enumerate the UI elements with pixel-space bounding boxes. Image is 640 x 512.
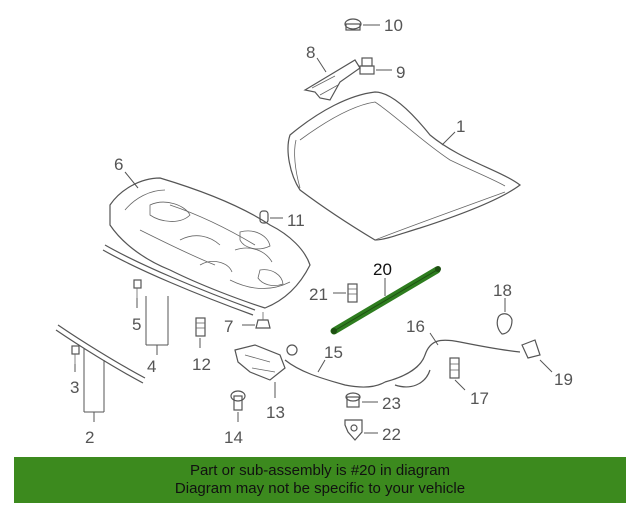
cable-16-loop [394, 369, 431, 388]
release-handle [521, 339, 541, 359]
leader-15 [317, 359, 326, 373]
clip-3 [71, 345, 80, 364]
hood-seal [104, 244, 256, 311]
callout-3: 3 [70, 378, 79, 397]
leader-17 [454, 379, 466, 391]
callout-21: 21 [309, 285, 328, 304]
callout-6: 6 [114, 155, 123, 174]
callout-13: 13 [266, 403, 285, 422]
callout-22: 22 [382, 425, 401, 444]
callout-4: 4 [147, 357, 156, 376]
callout-8: 8 [306, 43, 315, 62]
cable-16 [384, 339, 521, 383]
hinge-bracket [303, 59, 361, 101]
callout-10: 10 [384, 16, 403, 35]
callout-9: 9 [396, 63, 405, 82]
leader-19 [539, 359, 553, 373]
pin-7 [255, 312, 271, 329]
front-seal [57, 324, 146, 379]
bushing-22 [344, 419, 363, 441]
stud-21 [347, 283, 358, 303]
parts-diagram: 1 6 4 5 2 3 8 [55, 16, 573, 447]
callout-7: 7 [224, 317, 233, 336]
callout-16: 16 [406, 317, 425, 336]
callout-12: 12 [192, 355, 211, 374]
callout-2: 2 [85, 428, 94, 447]
callout-18: 18 [493, 281, 512, 300]
hood-panel [287, 91, 522, 241]
hood-latch [234, 344, 298, 381]
leader-8 [316, 57, 327, 73]
leader-6 [124, 171, 139, 189]
callout-17: 17 [470, 389, 489, 408]
nut-10 [344, 18, 362, 31]
hood-insulator [109, 177, 311, 309]
hood-support-strut [330, 266, 441, 335]
banner-line-2: Diagram may not be specific to your vehi… [174, 480, 466, 497]
hood-seal-edge [102, 249, 254, 316]
banner-line-1: Part or sub-assembly is #20 in diagram [189, 462, 451, 479]
leader-1 [441, 131, 456, 146]
stud-17 [449, 357, 460, 379]
callout-23: 23 [382, 394, 401, 413]
hook-18 [496, 313, 513, 335]
front-seal-edge [55, 329, 144, 384]
bolt-9 [359, 57, 375, 75]
callout-15: 15 [324, 343, 343, 362]
release-cable [284, 359, 386, 388]
leader-16 [429, 332, 439, 346]
callout-5: 5 [132, 315, 141, 334]
callout-20: 20 [373, 260, 392, 279]
callout-1: 1 [456, 117, 465, 136]
clip-5 [133, 279, 142, 298]
callout-19: 19 [554, 370, 573, 389]
bolt-14 [230, 390, 246, 411]
bumper-11 [259, 210, 269, 224]
stud-12 [195, 317, 206, 337]
callout-11: 11 [287, 211, 305, 230]
info-banner: Part or sub-assembly is #20 in diagram D… [14, 457, 626, 503]
callout-14: 14 [224, 428, 243, 447]
grommet-23 [345, 392, 361, 408]
